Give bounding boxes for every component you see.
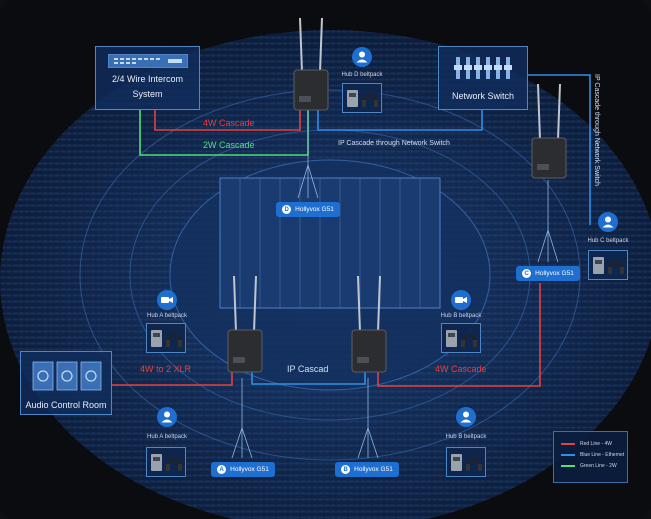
legend-row-red: Red Line - 4W: [561, 438, 627, 449]
hub-b-user-beltpack-device: [446, 447, 486, 477]
user-icon: [456, 407, 476, 427]
user-icon: [157, 407, 177, 427]
label-4w-to-xlr: 4W to 2 XLR: [140, 364, 192, 374]
label-ip-cascade-switch: IP Cascade through Network Switch: [338, 140, 450, 147]
label-ip-cascad: IP Cascad: [287, 364, 329, 374]
hub-c-name: Hollyvox G51: [535, 270, 574, 277]
label-ip-cascade-vertical: IP Cascade through Network Switch: [593, 74, 600, 186]
tripod-stand-b: [357, 427, 379, 459]
hub-a-badge: A: [217, 465, 227, 474]
hub-a-camera-beltpack-label: Hub A beltpack: [146, 313, 188, 319]
hub-d-beltpack-device: [342, 83, 382, 113]
hub-b-name: Hollyvox G51: [354, 466, 393, 473]
line-legend: Red Line - 4W Blue Line - Ethernet Green…: [553, 431, 628, 483]
legend-row-green: Green Line - 2W: [561, 460, 627, 471]
hub-d-beltpack-label: Hub D beltpack: [341, 72, 383, 78]
control-room-title: Audio Control Room: [25, 400, 107, 410]
hub-c-beltpack-label: Hub C beltpack: [587, 238, 629, 244]
hub-device-d: [293, 17, 329, 111]
tripod-stand-c: [537, 229, 559, 263]
hub-c-beltpack-device: [588, 250, 628, 280]
user-icon: [598, 212, 618, 232]
audio-control-room-box: Audio Control Room: [20, 351, 112, 415]
label-4w-cascade-top: 4W Cascade: [203, 118, 255, 128]
hub-b-camera-beltpack-device: [441, 323, 481, 353]
hub-d-name: Hollyvox G51: [295, 206, 334, 213]
hub-b-badge: B: [341, 465, 351, 474]
legend-swatch-red: [561, 442, 575, 445]
network-switch-icon: [454, 57, 512, 79]
camera-icon: [451, 290, 471, 310]
speaker-rack-icon: [32, 361, 102, 391]
network-switch-title: Network Switch: [451, 91, 514, 101]
hub-c-badge: C: [522, 269, 532, 278]
tripod-stand-d: [297, 164, 319, 199]
legend-swatch-blue: [561, 453, 575, 456]
hub-b-pill: B Hollyvox G51: [335, 462, 399, 477]
hub-device-b: [351, 275, 387, 373]
network-switch-box: Network Switch: [438, 46, 528, 110]
hub-d-badge: D: [282, 205, 292, 214]
hub-b-camera-beltpack-label: Hub B beltpack: [440, 313, 482, 319]
hub-a-pill: A Hollyvox G51: [211, 462, 275, 477]
rack-unit-icon: [108, 54, 188, 68]
legend-label-green: Green Line - 2W: [580, 462, 617, 469]
hub-a-user-beltpack-label: Hub A beltpack: [146, 434, 188, 440]
hub-c-pill: C Hollyvox G51: [516, 266, 580, 281]
intercom-title-line1: 2/4 Wire Intercom: [111, 74, 184, 84]
camera-icon: [157, 290, 177, 310]
tripod-stand-a: [231, 427, 253, 459]
label-2w-cascade: 2W Cascade: [203, 140, 255, 150]
legend-row-blue: Blue Line - Ethernet: [561, 449, 627, 460]
hub-a-name: Hollyvox G51: [230, 466, 269, 473]
hub-d-pill: D Hollyvox G51: [276, 202, 340, 217]
hub-device-c: [531, 83, 567, 179]
hub-a-user-beltpack-device: [146, 447, 186, 477]
label-4w-cascade-bottom: 4W Cascade: [435, 364, 487, 374]
intercom-system-box: 2/4 Wire Intercom System: [95, 46, 200, 110]
intercom-title-line2: System: [132, 89, 163, 99]
legend-label-red: Red Line - 4W: [580, 440, 612, 447]
legend-swatch-green: [561, 464, 575, 467]
hub-b-user-beltpack-label: Hub B beltpack: [445, 434, 487, 440]
hub-device-a: [227, 275, 263, 373]
playing-field: [219, 177, 441, 309]
legend-label-blue: Blue Line - Ethernet: [580, 451, 625, 458]
user-icon: [352, 47, 372, 67]
hub-a-camera-beltpack-device: [146, 323, 186, 353]
